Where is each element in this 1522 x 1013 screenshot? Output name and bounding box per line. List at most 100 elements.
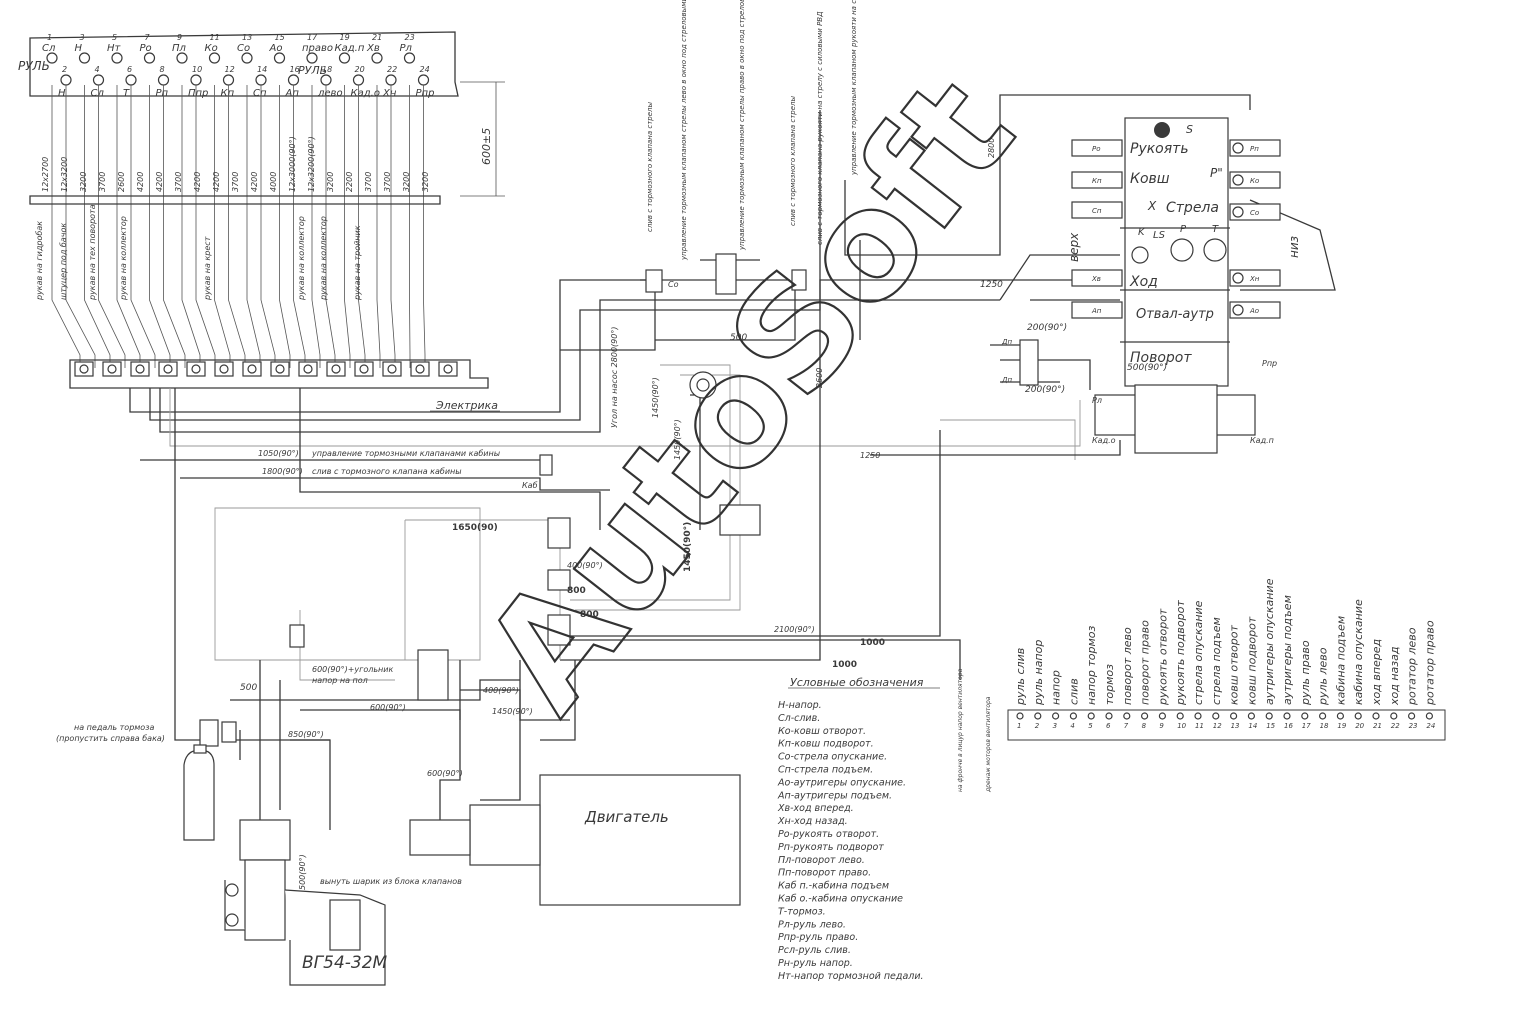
svg-text:Со: Со	[668, 280, 679, 289]
port-table-num: 22	[1391, 722, 1400, 730]
port-table-label: руль напор	[1032, 640, 1045, 706]
port-table-label: руль право	[1299, 640, 1312, 706]
svg-text:500: 500	[240, 683, 257, 693]
connector-label: Рп	[156, 88, 169, 99]
engine-label: Двигатель	[584, 808, 669, 826]
connector-port	[417, 74, 430, 86]
connector-port	[111, 52, 123, 64]
hose-line	[311, 85, 321, 368]
svg-text:2100(90°): 2100(90°)	[774, 625, 815, 634]
hose-length: 3200	[402, 172, 411, 192]
route-note: слив с тормозного клапана рукояти на стр…	[816, 11, 824, 245]
port-table-label: стрела подъем	[1210, 617, 1223, 705]
valve-port-right	[1229, 171, 1281, 189]
port-table-num: 15	[1266, 722, 1275, 730]
port-table-dot	[1051, 712, 1060, 720]
svg-text:дренаж моторов вентилятора: дренаж моторов вентилятора	[985, 696, 992, 793]
connector-label: Рпр	[416, 88, 435, 99]
hose-bundle	[51, 85, 426, 368]
svg-text:Угол на насос 2800(90°): Угол на насос 2800(90°)	[610, 327, 619, 428]
connector-label: Т	[123, 88, 130, 99]
connector-port	[143, 52, 156, 64]
svg-text:Рп: Рп	[1250, 145, 1259, 153]
svg-text:2600: 2600	[815, 368, 824, 388]
port-table-dot	[1407, 712, 1416, 720]
svg-text:вынуть шарик из блока клапанов: вынуть шарик из блока клапанов	[320, 877, 462, 886]
svg-text:LS: LS	[1153, 230, 1166, 241]
hose-line	[409, 85, 411, 368]
hose-line	[260, 85, 276, 368]
valve-section-label: Ковш	[1130, 171, 1170, 187]
connector-label: право	[302, 43, 333, 54]
svg-text:2800: 2800	[987, 138, 996, 158]
hose-length: 4200	[193, 172, 202, 192]
port-table-num: 16	[1284, 722, 1293, 730]
port-table-label: аутригеры подъем	[1281, 595, 1294, 705]
svg-text:Рл: Рл	[1092, 396, 1102, 405]
svg-text:600(90°)+угольник: 600(90°)+угольник	[312, 665, 393, 674]
route-note: слив с тормозного клапана стрелы	[646, 101, 654, 232]
connector-label: Хн	[382, 88, 397, 99]
hose-line	[279, 85, 291, 368]
svg-text:500(90°): 500(90°)	[1127, 363, 1167, 373]
svg-text:200(90°): 200(90°)	[1027, 323, 1067, 333]
connector-port	[241, 52, 253, 64]
svg-text:850(90°): 850(90°)	[288, 730, 324, 739]
connector-port	[306, 52, 318, 64]
connector-num: 17	[307, 33, 318, 42]
route-note: управление тормозным клапаном стрелы пра…	[738, 0, 746, 251]
hose-length: 3700	[231, 172, 240, 192]
connector-port	[352, 74, 365, 86]
port-table-num: 5	[1088, 722, 1093, 730]
legend-item: Хн-ход назад.	[777, 816, 848, 827]
port-table-label: ход назад	[1388, 647, 1401, 706]
hose-line	[130, 85, 156, 368]
hose-length: 12х3200(90°)	[307, 136, 316, 192]
connector-port	[385, 74, 397, 86]
legend-item: Рл-руль лево.	[778, 919, 846, 930]
valve-port-left	[1071, 201, 1123, 219]
connector-num: 13	[242, 33, 252, 42]
connector-num: 19	[340, 33, 350, 42]
port-table-num: 2	[1035, 722, 1040, 730]
hose-line	[376, 85, 381, 368]
port-table-label: ротатор лево	[1406, 627, 1419, 706]
vertical-route-notes: слив с тормозного клапана стрелы управлен…	[646, 0, 858, 261]
svg-text:Ро: Ро	[1092, 145, 1101, 153]
port-table-dot	[1301, 712, 1309, 720]
port-table-label: ковш подворот	[1245, 616, 1258, 705]
port-table-num: 12	[1213, 722, 1222, 730]
connector-num: 5	[112, 33, 117, 42]
svg-text:600(90°): 600(90°)	[370, 703, 406, 712]
svg-text:200(90°): 200(90°)	[1025, 385, 1065, 395]
valve-port-right	[1229, 139, 1281, 157]
svg-text:Рпр: Рпр	[1262, 359, 1277, 368]
legend-item: Сп-стрела подъем.	[778, 765, 873, 776]
svg-text:1250: 1250	[860, 451, 880, 460]
hose-line	[423, 85, 426, 368]
hose-note: рукав на тех поворота	[88, 204, 97, 301]
port-table-dot	[1336, 712, 1345, 720]
electrics-label: Электрика	[435, 399, 498, 412]
connector-label: Н	[75, 43, 83, 54]
legend-item: Кп-ковш подворот.	[778, 739, 874, 750]
hose-line	[98, 85, 126, 368]
port-table-label: ротатор право	[1423, 620, 1436, 706]
connector-label: Кад.п	[335, 43, 365, 54]
port-table-num: 8	[1142, 722, 1147, 730]
svg-text:S: S	[1186, 123, 1193, 136]
port-table-label: ход вперед	[1370, 639, 1383, 706]
legend-item: Каб п.-кабина подъем	[778, 881, 889, 892]
port-table-dot	[1176, 712, 1184, 720]
hose-length: 2600	[117, 172, 126, 192]
engine: Двигатель	[409, 774, 741, 906]
top-connector-plate: 1Сл3Н5Нт7Ро9Пл11Ко13Со15Ао17право19Кад.п…	[18, 31, 459, 99]
svg-text:1450(90°): 1450(90°)	[492, 707, 533, 716]
connector-num: 12	[225, 65, 235, 74]
svg-text:800: 800	[567, 586, 586, 596]
manifold-rail: Электрика	[69, 359, 500, 412]
connector-num: 23	[405, 33, 415, 42]
svg-text:Р: Р	[1180, 224, 1187, 235]
port-table-label: рукоять подворот	[1174, 600, 1187, 706]
svg-text:600±5: 600±5	[480, 128, 493, 165]
